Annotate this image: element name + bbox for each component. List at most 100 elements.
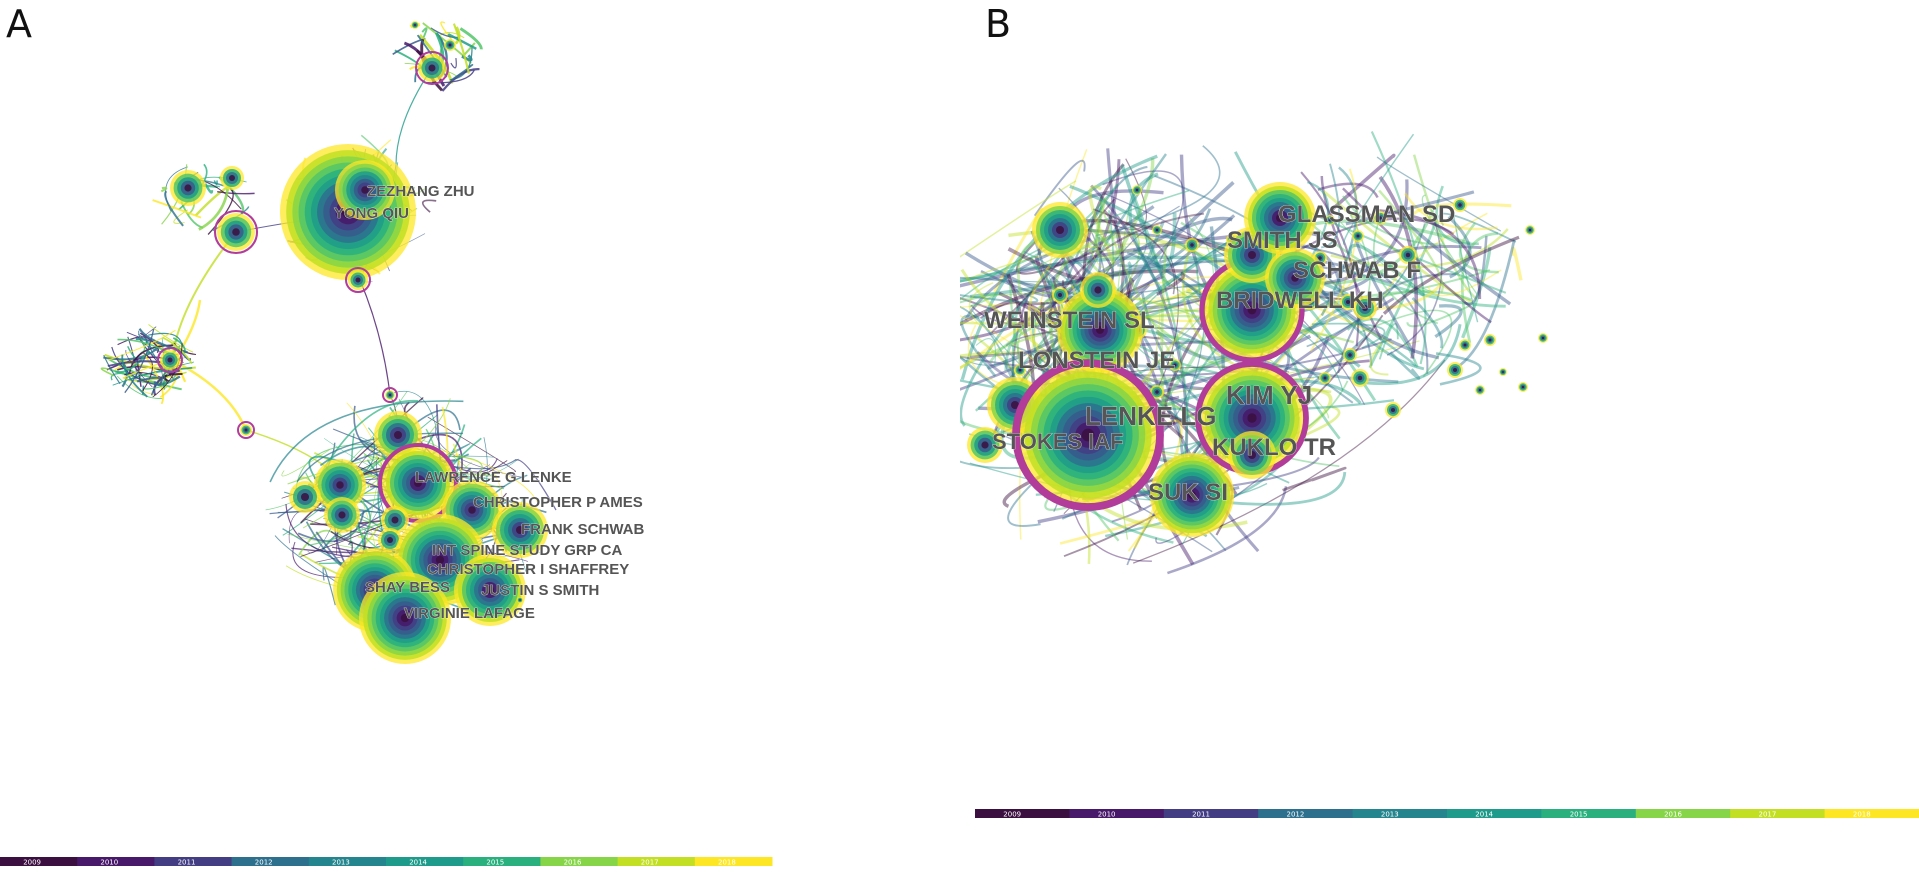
link-arc xyxy=(109,358,158,378)
link-arc xyxy=(960,293,997,308)
citation-ring xyxy=(1541,336,1545,340)
citation-ring xyxy=(1247,305,1257,315)
author-label: YONG QIU xyxy=(334,205,409,222)
link-arc xyxy=(1287,290,1472,316)
author-node xyxy=(1195,361,1309,475)
citation-ring xyxy=(1291,274,1299,282)
link-arc xyxy=(1087,241,1114,270)
link-arc xyxy=(1460,232,1498,344)
author-label: VIRGINIE LAFAGE xyxy=(404,605,535,622)
link-arc xyxy=(1370,131,1427,365)
author-node xyxy=(1185,238,1199,252)
link-arc xyxy=(1300,171,1360,347)
link-arc xyxy=(1082,221,1112,247)
author-label: CHRISTOPHER I SHAFFREY xyxy=(427,561,629,578)
link-arc xyxy=(1012,228,1147,283)
timeline-year-label: 2016 xyxy=(564,859,582,867)
author-label: SUK SI xyxy=(1148,479,1228,506)
link-arc xyxy=(1331,153,1396,211)
link-arc xyxy=(989,310,1062,364)
author-node xyxy=(492,502,548,558)
author-node xyxy=(1032,202,1088,258)
author-label: SCHWAB F xyxy=(1293,257,1421,284)
author-node xyxy=(237,421,255,439)
citation-ring xyxy=(1318,256,1322,260)
timeline-year-label: 2014 xyxy=(1475,811,1493,819)
citation-ring xyxy=(519,599,521,601)
link-arc xyxy=(116,375,163,399)
author-node xyxy=(170,170,206,206)
timeline-segment xyxy=(1258,809,1354,818)
link-arc xyxy=(1406,304,1471,328)
author-label: LENKE LG xyxy=(1085,401,1216,431)
citation-ring xyxy=(1502,371,1504,373)
timeline-year-label: 2017 xyxy=(641,859,659,867)
link-arc xyxy=(1313,269,1491,310)
link-arc xyxy=(1378,189,1444,294)
timeline-year-label: 2015 xyxy=(486,859,504,867)
citation-ring xyxy=(1058,293,1062,297)
author-node xyxy=(1447,362,1463,378)
author-label: SHAY BESS xyxy=(365,579,450,596)
author-label: WEINSTEIN SL xyxy=(984,307,1155,334)
author-label: KIM YJ xyxy=(1226,380,1312,410)
citation-ring xyxy=(1528,228,1532,232)
burst-ring xyxy=(345,267,371,293)
link-arc xyxy=(1160,245,1168,411)
timeline-segment xyxy=(1635,809,1731,818)
timeline-year-label: 2010 xyxy=(1098,811,1116,819)
link-arc xyxy=(163,372,183,382)
author-node xyxy=(1385,402,1401,418)
link-arc xyxy=(441,68,480,92)
link-arc xyxy=(960,268,1083,380)
author-node xyxy=(1343,348,1357,362)
link-arc xyxy=(1048,234,1121,380)
link-arc xyxy=(152,199,202,219)
link-arc xyxy=(1368,220,1438,369)
link-arc xyxy=(322,566,336,606)
link-arc xyxy=(960,154,1158,381)
link-arc xyxy=(1321,163,1341,249)
author-label: JUSTIN S SMITH xyxy=(481,582,599,599)
author-node xyxy=(1132,185,1142,195)
timeline-year-label: 2017 xyxy=(1759,811,1777,819)
link-arc xyxy=(1438,212,1517,243)
citation-ring xyxy=(388,393,392,397)
link-arc xyxy=(1408,202,1512,221)
link-arc xyxy=(204,183,214,194)
link-arc xyxy=(217,190,255,195)
link-arc xyxy=(447,33,477,50)
author-node xyxy=(1525,225,1535,235)
link-arc xyxy=(1057,165,1148,304)
link-arc xyxy=(960,460,1028,470)
link-arc xyxy=(1434,304,1463,339)
link-arc xyxy=(139,332,159,354)
author-node xyxy=(324,497,360,533)
author-node xyxy=(1057,287,1143,373)
link-arc xyxy=(960,180,1077,258)
link-arc xyxy=(103,355,121,385)
link-arc xyxy=(297,510,365,543)
citation-ring xyxy=(428,64,436,72)
link-arc xyxy=(1033,159,1086,217)
timeline-year-label: 2010 xyxy=(100,859,118,867)
author-label: KUKLO TR xyxy=(1212,434,1336,461)
author-label: LAWRENCE G LENKE xyxy=(415,469,572,486)
citation-ring xyxy=(414,479,422,487)
link-arc xyxy=(1149,212,1177,269)
citation-ring xyxy=(184,184,192,192)
link-arc xyxy=(344,397,424,470)
link-arc xyxy=(450,63,474,81)
timeline-year-label: 2009 xyxy=(1003,811,1021,819)
link-arc xyxy=(991,198,1116,334)
timeline-segment xyxy=(154,857,233,866)
timeline-segment xyxy=(1730,809,1826,818)
citation-ring xyxy=(1378,216,1382,220)
author-node xyxy=(1228,431,1276,479)
citation-ring xyxy=(1011,401,1019,409)
author-node xyxy=(1518,382,1528,392)
author-node xyxy=(289,481,321,513)
timeline-segment xyxy=(77,857,155,866)
link-arc xyxy=(1447,215,1472,279)
link-arc xyxy=(1345,190,1475,226)
